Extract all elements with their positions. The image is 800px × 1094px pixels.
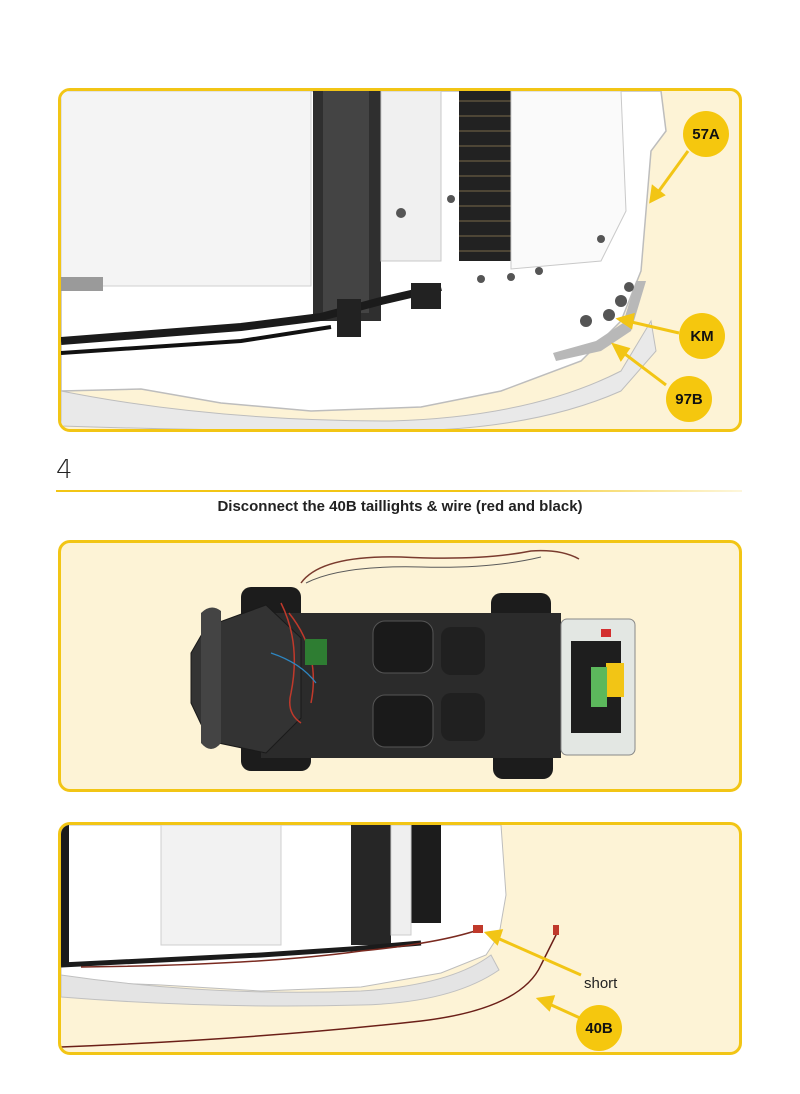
callout-km: KM (679, 313, 725, 359)
step-instruction: Disconnect the 40B taillights & wire (re… (217, 498, 583, 515)
body-rear-illustration (61, 91, 690, 429)
step-divider (56, 490, 742, 492)
taillight-wire-panel: short 40B (58, 822, 742, 1055)
top-illustration-panel: 57A KM 97B (58, 88, 742, 432)
callout-57a: 57A (683, 111, 729, 157)
callout-40b: 40B (576, 1005, 622, 1051)
callout-97b: 97B (666, 376, 712, 422)
chassis-illustration-panel (58, 540, 742, 792)
short-wire-label: short (584, 975, 618, 992)
step-number: 4 (56, 455, 73, 485)
taillight-wire-illustration (61, 825, 592, 1048)
screw-holes (396, 195, 634, 327)
chassis-illustration (190, 549, 636, 779)
grille-pattern (459, 100, 511, 252)
